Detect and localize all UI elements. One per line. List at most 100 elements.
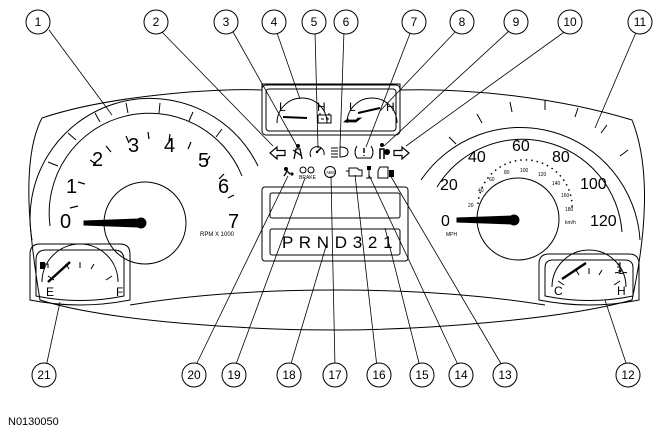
tach-num-2: 2: [92, 149, 103, 171]
airbag-icon: [379, 143, 390, 159]
callout-2: 2: [143, 9, 169, 35]
temp-gauge-arc: [551, 249, 627, 288]
callout-5: 5: [301, 9, 327, 35]
svg-text:19: 19: [227, 368, 241, 382]
right-turn-signal-icon: [393, 145, 410, 161]
svg-text:13: 13: [498, 368, 512, 382]
svg-text:16: 16: [372, 368, 386, 382]
abs-warning-icon: ABS: [324, 166, 336, 178]
callout-16: 16: [366, 362, 392, 388]
svg-text:14: 14: [454, 368, 468, 382]
kmh-num-160: 160: [561, 193, 570, 199]
oil-low-label: L: [349, 100, 356, 114]
fuel-gauge: E F: [29, 243, 131, 306]
mph-num-20: 20: [440, 177, 458, 194]
callout-11: 11: [627, 9, 653, 35]
cluster-outline: [28, 83, 645, 331]
tach-num-5: 5: [198, 150, 209, 172]
callout-14: 14: [448, 362, 474, 388]
callout-3: 3: [213, 9, 239, 35]
svg-text:20: 20: [187, 368, 201, 382]
oil-pressure-gauge: L H: [343, 97, 398, 124]
warning-indicator-row: [269, 143, 410, 161]
brake-label: BRAKE: [299, 175, 317, 181]
fuel-gauge-arc: [41, 243, 119, 283]
svg-text:10: 10: [563, 15, 577, 29]
tach-num-4: 4: [164, 135, 175, 157]
svg-text:11: 11: [634, 15, 647, 29]
callout-21: 21: [31, 362, 57, 388]
door-ajar-icon: [377, 166, 394, 179]
tachometer: 0 1 2 3 4 5 6 7 RPM X 1000: [29, 97, 259, 265]
callout-8: 8: [449, 9, 475, 35]
overdrive-off-icon: [366, 166, 372, 179]
callout-1: 1: [25, 9, 51, 35]
brake-warning-icon: BRAKE: [299, 166, 317, 181]
speedometer-kmh-ring: [477, 159, 573, 211]
callout-13: 13: [492, 362, 518, 388]
fuel-empty-label: E: [46, 285, 54, 299]
center-display: P R N D 3 2 1: [261, 186, 409, 262]
fuel-gauge-needle: [47, 261, 71, 283]
tach-num-6: 6: [218, 176, 229, 198]
kmh-num-100: 100: [520, 168, 529, 174]
svg-text:4: 4: [271, 15, 278, 29]
kmh-num-120: 120: [538, 172, 547, 178]
fuel-pump-icon: [40, 262, 49, 269]
figure-id: N0130050: [8, 416, 59, 428]
kmh-num-40: 40: [478, 188, 484, 194]
svg-text:8: 8: [459, 15, 466, 29]
temp-gauge-ticks: [557, 268, 621, 286]
speedometer-bezel-notches: [448, 100, 629, 157]
speedometer-outer-arc: [420, 126, 641, 241]
kmh-num-20: 20: [468, 203, 474, 209]
svg-text:18: 18: [282, 368, 296, 382]
speed-control-icon: [309, 146, 325, 158]
temperature-gauge: C H: [538, 249, 640, 306]
message-window: [269, 192, 401, 219]
temp-gauge-frame: [538, 253, 640, 306]
top-gauge-panel: L H L H: [261, 84, 401, 136]
svg-text:6: 6: [343, 15, 350, 29]
svg-text:3: 3: [223, 15, 230, 29]
speedometer-bezel-arc: [436, 138, 623, 233]
mph-unit-label: MPH: [446, 232, 458, 238]
svg-text:7: 7: [411, 15, 418, 29]
tach-num-0: 0: [60, 211, 71, 233]
tach-num-3: 3: [128, 135, 139, 157]
seatbelt-warning-icon: [292, 144, 303, 160]
fuel-gauge-inner: [35, 249, 125, 301]
oil-pressure-needle: [357, 107, 381, 114]
fuel-full-label: F: [116, 285, 123, 299]
gear-indicator: P R N D 3 2 1: [282, 233, 393, 252]
callout-12: 12: [615, 362, 641, 388]
svg-text:12: 12: [621, 368, 635, 382]
tachometer-needle: [83, 217, 147, 229]
svg-text:21: 21: [37, 368, 51, 382]
mph-num-60: 60: [512, 138, 530, 155]
center-display-outer: [261, 186, 409, 262]
voltmeter-gauge: L H: [276, 97, 332, 124]
lower-indicator-row: BRAKE ABS: [283, 166, 394, 181]
voltmeter-needle: [282, 116, 308, 119]
mph-num-0: 0: [441, 213, 450, 230]
callout-10: 10: [557, 9, 583, 35]
temp-cold-label: C: [554, 284, 563, 298]
service-vehicle-soon-icon: [283, 167, 294, 177]
kmh-num-60: 60: [489, 177, 495, 183]
speedometer-needle: [456, 214, 520, 226]
tach-num-7: 7: [228, 211, 239, 233]
svg-text:2: 2: [153, 15, 160, 29]
oil-can-icon: [343, 117, 363, 123]
mph-num-100: 100: [580, 176, 607, 193]
tachometer-bezel-arc: [48, 112, 243, 227]
mph-num-120: 120: [590, 213, 617, 230]
left-turn-signal-icon: [269, 145, 286, 161]
callout-17: 17: [322, 362, 348, 388]
tachometer-bezel-notches: [47, 102, 223, 167]
kmh-num-180: 180: [565, 207, 574, 213]
voltmeter-low-label: L: [279, 100, 286, 114]
high-beam-icon: [331, 146, 349, 158]
kmh-num-140: 140: [552, 181, 561, 187]
